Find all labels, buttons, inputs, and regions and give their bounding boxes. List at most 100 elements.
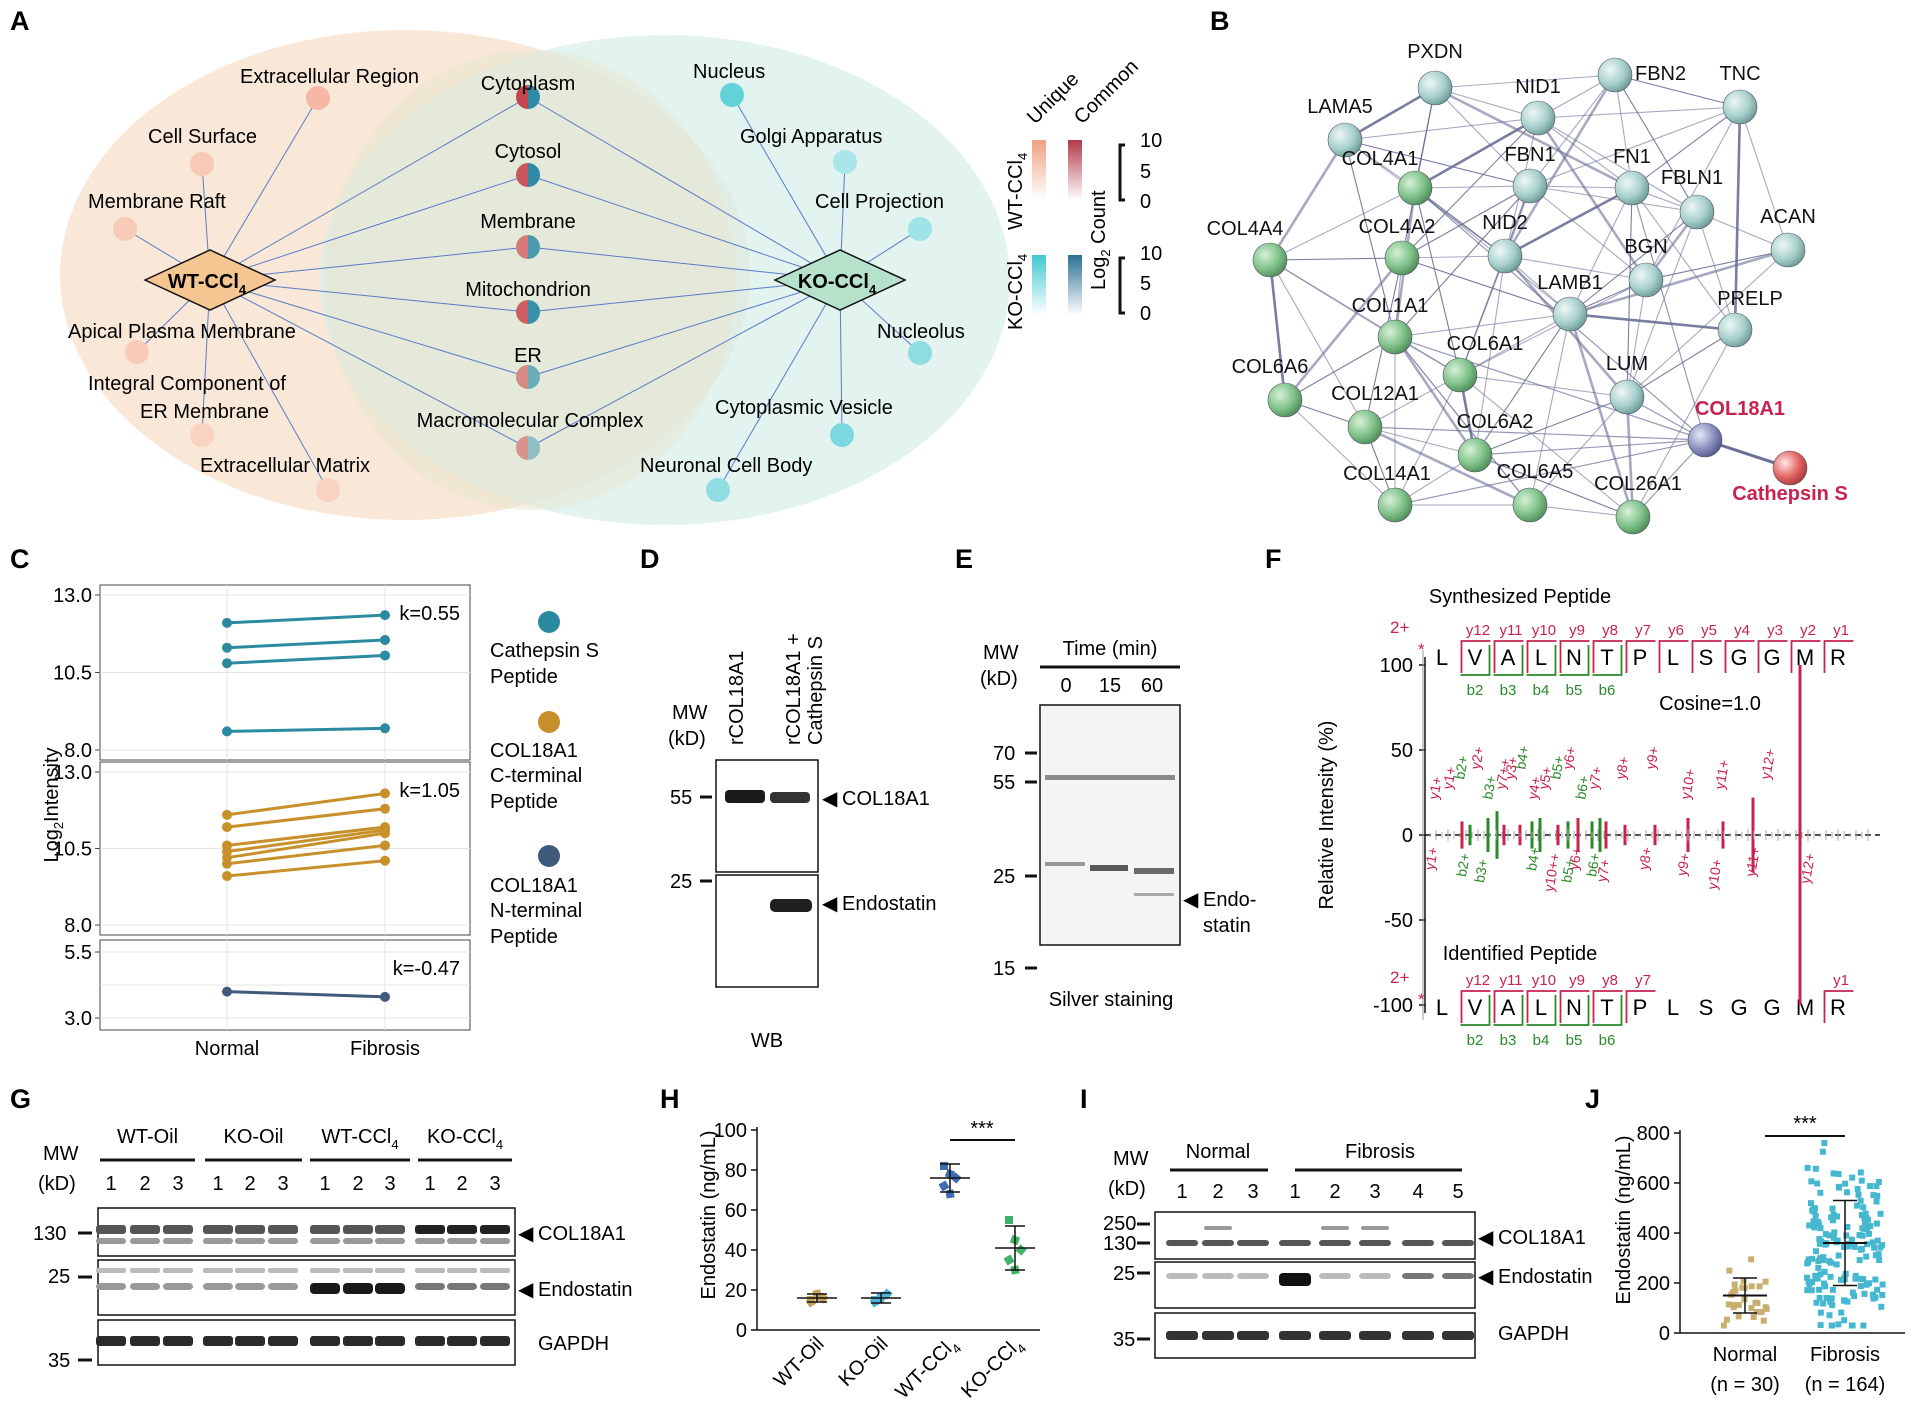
wt-term-3: Apical Plasma Membrane [68, 321, 296, 343]
legend-tick-0a: 0 [1140, 191, 1151, 213]
node-label-tnc: TNC [1719, 63, 1760, 85]
node-label-fbln1: FBLN1 [1661, 167, 1723, 189]
panel-j-point [1863, 1241, 1870, 1248]
panel-g-band-gapdh [96, 1336, 126, 1346]
panel-d-band-col18a1-1 [725, 790, 765, 803]
network-edge [1414, 187, 1506, 257]
panel-f-charge: 2+ [1390, 618, 1409, 637]
panel-j-point [1875, 1179, 1882, 1186]
panel-g-kd: (kD) [38, 1173, 76, 1195]
node-golgi [833, 150, 857, 174]
node-label-lama5: LAMA5 [1307, 96, 1373, 118]
wt-term-6: Extracellular Matrix [200, 455, 370, 477]
panel-j-point [1804, 1287, 1811, 1294]
wt-unique-nodes [113, 86, 340, 502]
panel-letter-i: I [1080, 1084, 1088, 1114]
panel-f-ion-down: y10++ [1540, 852, 1563, 893]
panel-j-point [1831, 1229, 1838, 1236]
common-term-2: Membrane [480, 211, 576, 233]
panel-j-point [1735, 1301, 1742, 1308]
panel-f-y-label: y1 [1833, 622, 1849, 639]
panel-f-residue: G [1730, 645, 1747, 670]
panel-j-point [1731, 1281, 1738, 1288]
panel-i-group-normal: Normal [1186, 1141, 1250, 1163]
node-label-col6a5: COL6A5 [1497, 461, 1574, 483]
panel-letters: A B C D E F G H I J [10, 6, 1600, 1114]
node-cell-projection [908, 217, 932, 241]
panel-c-series-line [226, 653, 386, 665]
node-label-col4a4: COL4A4 [1207, 218, 1284, 240]
panel-f-y-label: y8 [1602, 622, 1618, 639]
node-col18a1 [1687, 422, 1723, 458]
panel-j-point [1861, 1225, 1868, 1232]
svg-text:Log2Intensity: Log2Intensity [41, 747, 66, 862]
panel-i-marker-25: 25 [1113, 1263, 1135, 1285]
network-edge [1504, 255, 1647, 281]
panel-c-ytick: 13.0 [53, 762, 92, 784]
panel-j-point [1834, 1213, 1841, 1220]
legend-ko-unique-swatch [1032, 255, 1046, 315]
svg-text:WT-CCl4: WT-CCl4 [1005, 153, 1030, 230]
panel-e-label-2: statin [1203, 915, 1251, 937]
panel-j-point [1836, 1184, 1843, 1191]
panel-j-point [1814, 1273, 1821, 1280]
panel-i-band-gapdh [1359, 1331, 1391, 1340]
panel-e-kd: (kD) [980, 668, 1018, 690]
panel-g-band-col18a1-lower [480, 1238, 510, 1244]
panel-i-lane: 1 [1289, 1181, 1300, 1203]
panel-f-y-label: y12 [1466, 972, 1490, 989]
panel-j-point [1812, 1212, 1819, 1219]
panel-f-peaks: y1+y1+b2+y2+b3+y7++y3+b4+y4+y5+b5+y6+b6+… [1421, 665, 1869, 1005]
network-edge [1504, 186, 1633, 258]
legend-ko-common-swatch [1068, 255, 1082, 315]
panel-d-marker-25: 25 [670, 871, 692, 893]
panel-j-point [1842, 1180, 1849, 1187]
panel-f-bottom-title: Identified Peptide [1443, 943, 1598, 965]
network-edge [1269, 259, 1461, 376]
panel-j-point [1858, 1246, 1865, 1253]
panel-f-ion-up: y10+ [1677, 767, 1698, 800]
panel-f-y-bracket [1559, 640, 1590, 673]
panel-i-marker-35: 35 [1113, 1329, 1135, 1351]
panel-d-lane-1: rCOL18A1 [726, 651, 748, 746]
panel-c-point [222, 986, 232, 997]
panel-d-band-col18a1-2 [770, 792, 810, 803]
panel-i-band-endostatin [1166, 1273, 1198, 1279]
panel-f-y-bracket [1823, 640, 1854, 673]
panel-j-point [1841, 1317, 1848, 1324]
panel-i-band-gapdh [1279, 1331, 1311, 1340]
panel-h-xlabel-0: WT-Oil [770, 1333, 829, 1392]
network-edge [1269, 187, 1416, 261]
panel-g-band-endostatin [343, 1283, 373, 1294]
panel-f-b-label: b4 [1533, 682, 1550, 699]
panel-j-point [1864, 1216, 1871, 1223]
panel-j-point [1876, 1257, 1883, 1264]
panel-i-band-gapdh [1442, 1331, 1474, 1340]
panel-f-y-label: y11 [1499, 972, 1522, 989]
panel-j-point [1857, 1197, 1864, 1204]
network-edge [1474, 255, 1506, 456]
panel-f-y-bracket [1790, 640, 1821, 673]
panel-c-series-line [226, 807, 386, 829]
panel-j-point [1867, 1183, 1874, 1190]
panel-f-y-label: y10 [1532, 972, 1556, 989]
panel-g-band-endostatin [268, 1283, 298, 1290]
panel-j-ytick: 0 [1659, 1323, 1670, 1345]
network-edge [1393, 336, 1477, 456]
panel-j-point [1860, 1322, 1867, 1329]
panel-j-point [1870, 1192, 1877, 1199]
panel-g-band-gapdh [268, 1336, 298, 1346]
node-label-nid2: NID2 [1482, 212, 1528, 234]
panel-j-point [1811, 1224, 1818, 1231]
panel-c-point [380, 855, 390, 866]
legend-count: Count [1088, 190, 1110, 249]
network-edge [1459, 279, 1647, 376]
panel-j-point [1758, 1309, 1765, 1316]
legend-nterm-3: Peptide [490, 926, 558, 948]
network-edge [1569, 248, 1789, 316]
panel-f-y-bracket [1691, 640, 1722, 673]
panel-j-point [1874, 1237, 1881, 1244]
panel-j-point [1762, 1278, 1769, 1285]
